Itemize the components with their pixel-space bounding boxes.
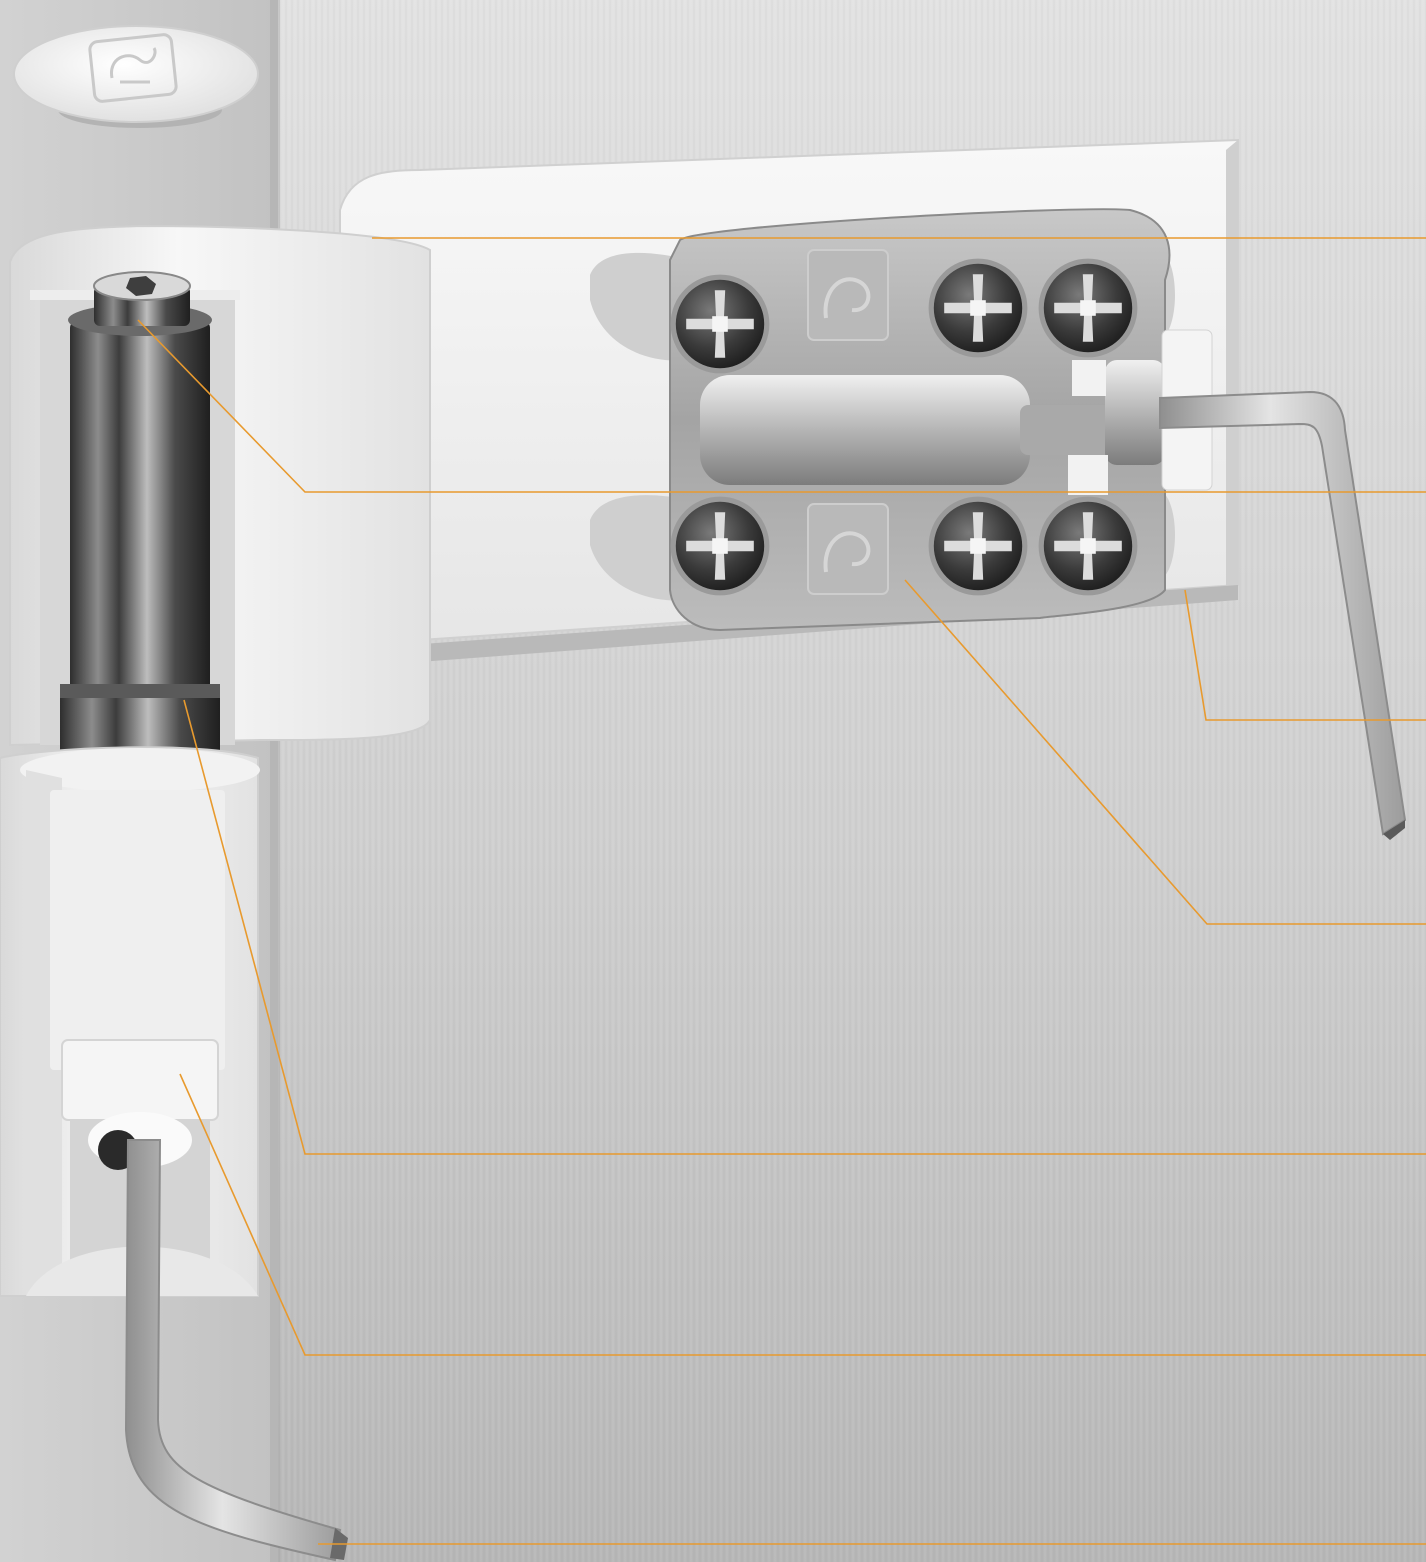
hex-key-icon [1159, 390, 1407, 840]
callout-pin-top [137, 319, 1426, 493]
callout-lines [137, 237, 1426, 1545]
logo-emboss-icon [807, 249, 889, 341]
phillips-screw-icon [928, 496, 1028, 596]
logo-cap-icon [88, 33, 178, 103]
callout-mounting-plate [1184, 589, 1426, 721]
phillips-screw-icon [670, 496, 770, 596]
hinge-cap [13, 25, 259, 128]
phillips-screw-icon [670, 274, 770, 374]
callout-lower-bushing [179, 1073, 1426, 1356]
hinge-pin-hex-socket [126, 276, 156, 296]
frame-strip-shadow [270, 0, 280, 1562]
hinge-knuckle-lower [0, 746, 260, 1297]
bearing-ring [60, 690, 220, 756]
callout-bearing-ring [183, 699, 1426, 1155]
adjustment-plate [590, 208, 1213, 632]
phillips-screw-icon [1038, 258, 1138, 358]
phillips-screw-icon [1038, 496, 1138, 596]
callout-adjustment-plate [904, 579, 1426, 925]
logo-emboss-icon [807, 503, 889, 595]
hinge-pin [60, 271, 220, 760]
phillips-screw-icon [928, 258, 1028, 358]
